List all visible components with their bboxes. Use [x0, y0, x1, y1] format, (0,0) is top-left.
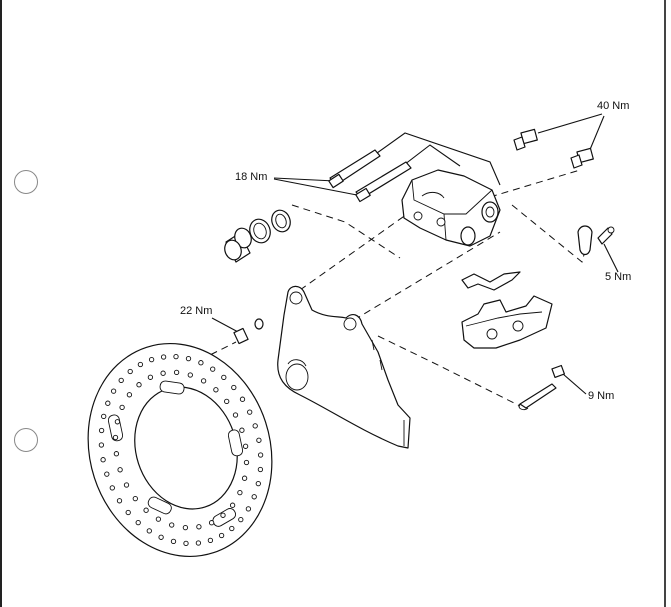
disc-hole — [160, 354, 167, 360]
disc-hole — [239, 427, 245, 433]
disc-hole — [229, 502, 236, 508]
disc-hole — [257, 466, 264, 473]
disc-hole — [146, 528, 152, 534]
disc-holes — [98, 353, 264, 547]
disc-hole — [137, 361, 144, 368]
mounting-bolts — [513, 128, 594, 169]
piston-and-seals — [224, 209, 291, 263]
caliper-bracket — [277, 285, 411, 449]
disc-hole — [255, 480, 261, 487]
disc-hole — [196, 524, 202, 530]
disc-hole — [229, 525, 235, 532]
disc-hole — [158, 534, 164, 540]
torque-label-9nm: 9 Nm — [588, 390, 615, 402]
disc-hole — [173, 369, 180, 376]
disc-hole — [100, 457, 106, 463]
disc-hole — [173, 353, 179, 360]
disc-hole — [127, 368, 133, 375]
disc-hole — [125, 509, 131, 516]
disc-hole — [119, 404, 125, 411]
disc-hole — [183, 540, 189, 547]
disc-hole — [143, 507, 149, 513]
disc-hole — [170, 538, 177, 545]
disc-hole — [210, 366, 216, 372]
disc-hole — [213, 387, 219, 393]
binder-hole-bottom — [14, 428, 38, 452]
page-left-edge — [0, 0, 2, 607]
disc-hole — [126, 392, 133, 398]
assembly-dashed-lines — [199, 169, 589, 407]
disc-hole — [238, 516, 244, 523]
page-right-edge — [664, 0, 666, 607]
brake-pads — [461, 295, 553, 349]
disc-hole — [200, 378, 207, 384]
disc-hole — [147, 374, 154, 380]
disc-hole — [247, 409, 253, 415]
torque-label-5nm: 5 Nm — [605, 271, 632, 283]
torque-label-40nm: 40 Nm — [597, 100, 630, 112]
disc-hole — [123, 482, 130, 488]
disc-hole — [109, 485, 115, 491]
disc-hole — [114, 419, 121, 425]
disc-hole — [256, 437, 262, 443]
disc-hole — [185, 355, 192, 362]
torque-label-22nm: 22 Nm — [180, 305, 213, 317]
disc-hole — [224, 398, 230, 405]
disc-hole — [243, 459, 250, 466]
disc-hole — [237, 489, 243, 496]
disc-hole — [117, 467, 123, 473]
disc-hole — [195, 540, 202, 546]
pad-pin-and-screw — [518, 364, 566, 411]
disc-hole — [112, 434, 119, 441]
disc-hole — [252, 423, 258, 429]
disc-hole — [160, 370, 166, 376]
disc-hole — [104, 471, 110, 477]
disc-hole — [232, 412, 239, 418]
disc-hole — [198, 360, 204, 366]
guide-pins — [328, 149, 412, 203]
pad-spring — [461, 271, 521, 291]
disc-hole — [116, 498, 123, 504]
disc-hole — [118, 377, 124, 384]
disc-hole — [169, 522, 175, 528]
caliper-body — [401, 169, 501, 247]
disc-hole — [135, 519, 141, 526]
disc-screw — [233, 318, 264, 345]
disc-hole — [110, 388, 117, 394]
disc-hole — [221, 374, 227, 381]
torque-label-18nm: 18 Nm — [235, 171, 268, 183]
disc-hole — [231, 384, 237, 391]
disc-hole — [132, 495, 138, 502]
disc-hole — [239, 396, 246, 402]
disc-hole — [218, 532, 225, 539]
disc-hole — [101, 413, 107, 420]
bleed-valve — [577, 225, 615, 256]
disc-hole — [257, 452, 264, 458]
disc-hole — [208, 520, 215, 526]
disc-hole — [105, 400, 111, 406]
disc-hole — [187, 372, 193, 378]
disc-hole — [241, 475, 248, 481]
disc-hole — [207, 537, 214, 544]
disc-hole — [136, 382, 142, 388]
disc-hole — [98, 427, 105, 434]
disc-hole — [148, 356, 155, 363]
disc-hole — [182, 524, 189, 531]
disc-hole — [251, 494, 257, 500]
disc-hole — [155, 516, 162, 522]
disc-hole — [242, 443, 249, 449]
disc-hole — [220, 512, 226, 518]
leader-lines — [211, 113, 619, 395]
disc-hole — [245, 506, 252, 512]
disc-hole — [98, 442, 105, 448]
disc-hole — [113, 451, 120, 457]
binder-hole-top — [14, 170, 38, 194]
brake-disc — [87, 342, 273, 558]
